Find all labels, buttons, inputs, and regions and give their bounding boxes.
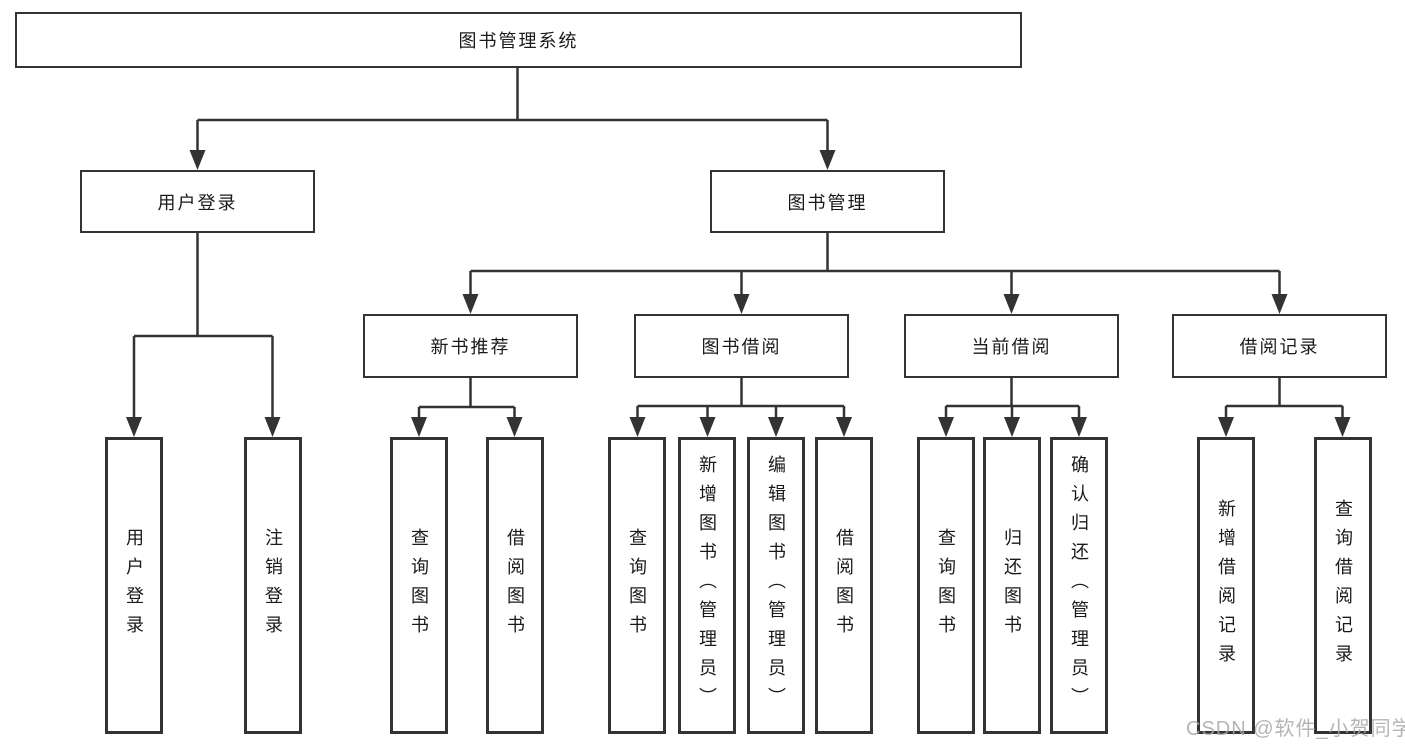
leaf-logout-label: 注销登录 (263, 527, 283, 644)
node-user-login: 用户登录 (80, 170, 315, 233)
node-current-borrowing-label: 当前借阅 (971, 337, 1052, 357)
leaf-borrow-books-borrowing: 借阅图书 (815, 437, 873, 734)
leaf-user-login-label: 用户登录 (124, 527, 144, 644)
node-borrowing-records: 借阅记录 (1172, 314, 1387, 378)
csdn-watermark: CSDN @软件_小贺同学 (1186, 718, 1405, 740)
leaf-query-books-recommend: 查询图书 (390, 437, 448, 734)
leaf-query-books-borrowing: 查询图书 (608, 437, 666, 734)
leaf-borrow-books-recommend: 借阅图书 (486, 437, 544, 734)
leaf-return-books-label: 归还图书 (1002, 527, 1022, 644)
node-book-management-label: 图书管理 (787, 192, 868, 213)
node-user-login-label: 用户登录 (157, 192, 238, 213)
leaf-query-books-borrowing-label: 查询图书 (627, 527, 647, 644)
leaf-edit-book-admin-label: 编辑图书（管理员） (766, 455, 786, 716)
leaf-logout: 注销登录 (244, 437, 302, 734)
leaf-query-borrow-record: 查询借阅记录 (1314, 437, 1372, 734)
node-borrowing-records-label: 借阅记录 (1239, 337, 1320, 357)
node-new-book-recommend-label: 新书推荐 (430, 337, 511, 357)
node-book-borrowing: 图书借阅 (634, 314, 849, 378)
leaf-return-books: 归还图书 (983, 437, 1041, 734)
node-root: 图书管理系统 (15, 12, 1022, 68)
node-root-label: 图书管理系统 (458, 31, 579, 51)
node-new-book-recommend: 新书推荐 (363, 314, 578, 378)
leaf-borrow-books-borrowing-label: 借阅图书 (834, 527, 854, 644)
node-current-borrowing: 当前借阅 (904, 314, 1119, 378)
leaf-query-books-recommend-label: 查询图书 (409, 527, 429, 644)
leaf-add-borrow-record-label: 新增借阅记录 (1216, 498, 1236, 673)
leaf-add-book-admin: 新增图书（管理员） (678, 437, 736, 734)
node-book-borrowing-label: 图书借阅 (701, 337, 782, 357)
leaf-confirm-return-admin-label: 确认归还（管理员） (1069, 455, 1089, 716)
leaf-query-books-current-label: 查询图书 (936, 527, 956, 644)
arrowheads (126, 150, 1351, 437)
leaf-query-books-current: 查询图书 (917, 437, 975, 734)
leaf-add-book-admin-label: 新增图书（管理员） (697, 455, 717, 716)
node-book-management: 图书管理 (710, 170, 945, 233)
leaf-confirm-return-admin: 确认归还（管理员） (1050, 437, 1108, 734)
leaf-borrow-books-recommend-label: 借阅图书 (505, 527, 525, 644)
leaf-query-borrow-record-label: 查询借阅记录 (1333, 498, 1353, 673)
leaf-user-login: 用户登录 (105, 437, 163, 734)
leaf-add-borrow-record: 新增借阅记录 (1197, 437, 1255, 734)
leaf-edit-book-admin: 编辑图书（管理员） (747, 437, 805, 734)
